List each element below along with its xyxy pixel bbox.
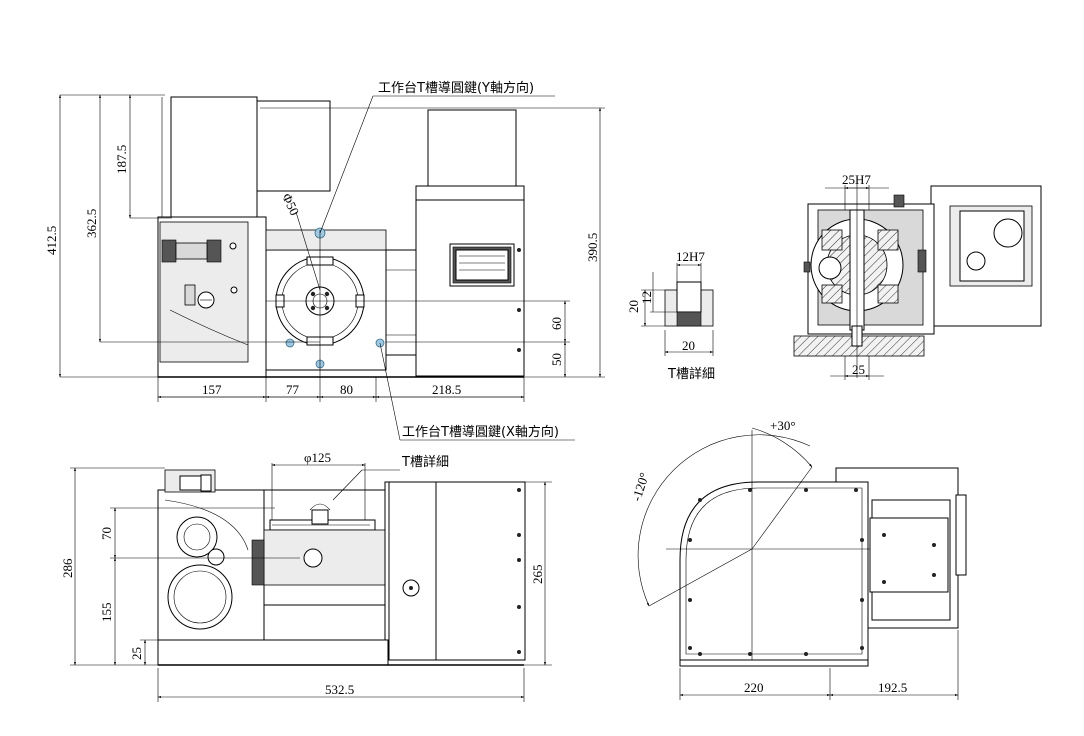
dim-412-5: 412.5 (44, 226, 59, 255)
label-phi125: φ125 (304, 450, 331, 465)
dim-192-5: 192.5 (878, 680, 907, 695)
dim-tslot-20-left: 20 (626, 300, 641, 313)
dim-220: 220 (744, 680, 764, 695)
label-12h7: 12H7 (676, 249, 705, 264)
label-25h7: 25H7 (842, 172, 871, 187)
dim-80: 80 (340, 382, 353, 397)
dim-157: 157 (202, 382, 222, 397)
label-tslot-detail-top: T槽詳細 (667, 366, 715, 382)
label-x-key-note: 工作台T槽導圓鍵(X軸方向) (402, 424, 559, 440)
dim-25: 25 (129, 647, 144, 660)
dim-70: 70 (99, 527, 114, 540)
dim-265: 265 (530, 565, 545, 585)
label-angle-120: -120° (629, 471, 652, 503)
dim-155: 155 (99, 603, 114, 623)
dim-187-5: 187.5 (114, 145, 129, 174)
dim-tslot-12: 12 (639, 291, 654, 304)
front-view: 工作台T槽導圓鍵(Y軸方向) 工作台T槽導圓鍵(X軸方向) Φ50 412.5 … (44, 80, 605, 441)
dim-390-5: 390.5 (585, 233, 600, 262)
dim-60: 60 (549, 317, 564, 330)
label-angle-30: +30° (770, 418, 796, 433)
dim-tslot-20-bottom: 20 (682, 338, 695, 353)
side-view: 25H7 25 (793, 172, 1042, 380)
dim-side-25: 25 (852, 362, 865, 377)
t-slot-detail: 12H7 20 12 20 T槽詳細 (626, 249, 715, 382)
dim-50: 50 (549, 353, 564, 366)
label-tslot-detail-front: T槽詳細 (401, 454, 449, 470)
dim-218-5: 218.5 (432, 382, 461, 397)
dim-362-5: 362.5 (84, 209, 99, 238)
top-view: φ125 T槽詳細 286 70 155 25 265 532.5 (60, 450, 552, 702)
tilt-view: +30° -120° 220 192.5 (629, 418, 967, 700)
dim-286: 286 (60, 558, 75, 578)
dim-532-5: 532.5 (325, 682, 354, 697)
dim-77: 77 (286, 382, 300, 397)
label-y-key-note: 工作台T槽導圓鍵(Y軸方向) (378, 80, 534, 96)
label-phi50: Φ50 (279, 191, 302, 218)
